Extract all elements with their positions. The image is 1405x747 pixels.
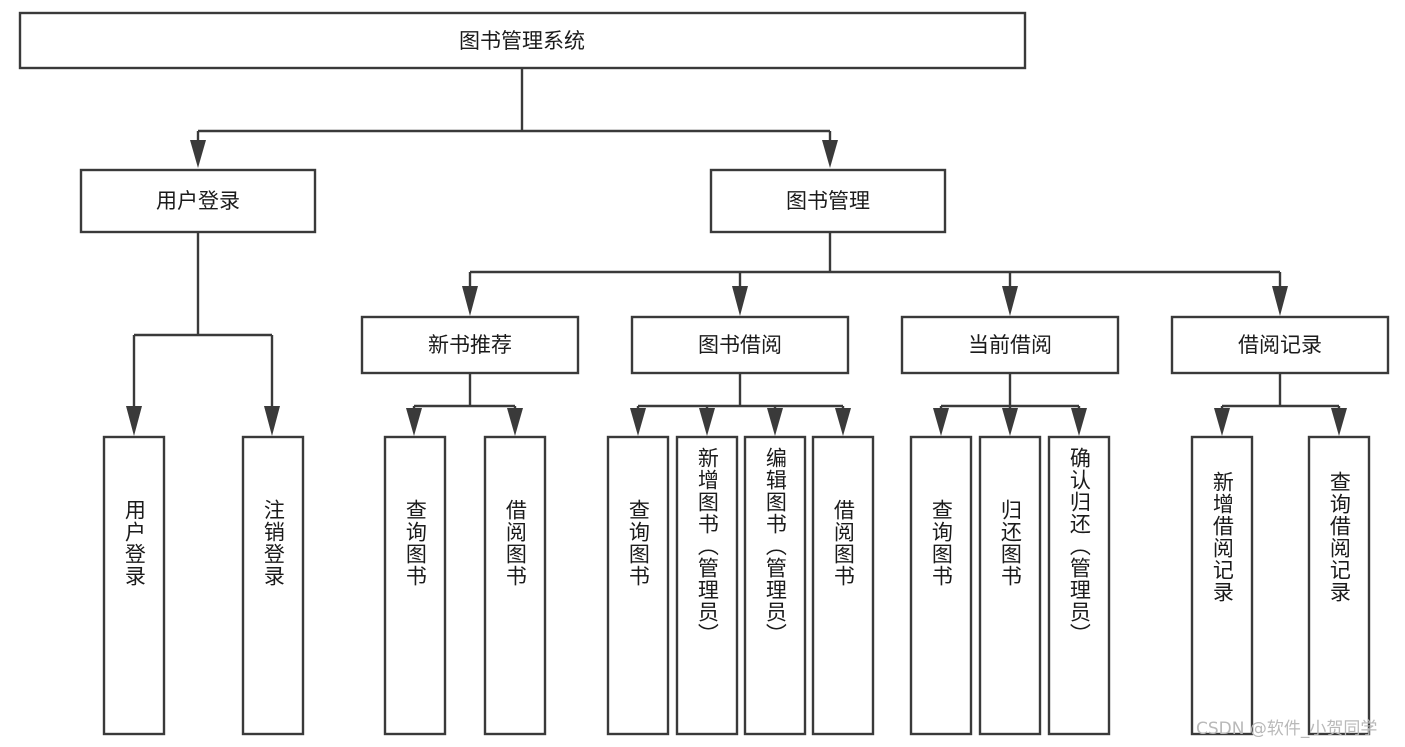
leaf-br-add-record-label: 新增借阅记录 [1210,471,1235,603]
leaf-box-bb-query-book[interactable] [606,435,670,736]
leaf-nb-borrow-book[interactable]: 借阅图书 [485,437,545,734]
connector-newbook-to-leaves [406,373,523,436]
leaf-cb-confirm-return[interactable]: 确认归还（管理员） [1049,437,1109,734]
leaf-br-add-record[interactable]: 新增借阅记录 [1192,437,1252,734]
leaf-box-cb-confirm-return[interactable] [1047,435,1111,736]
leaf-user-login[interactable]: 用户登录 [104,437,164,734]
node-borrow-record-label: 借阅记录 [1238,333,1322,357]
csdn-watermark: CSDN @软件_小贺同学 [1196,714,1377,739]
node-current-borrow-label: 当前借阅 [968,333,1052,357]
connector-userlogin-to-leaves [126,232,280,436]
node-borrow-record[interactable]: 借阅记录 [1170,315,1390,375]
leaf-cb-query-book-label: 查询图书 [929,499,954,587]
leaf-bb-query-book-label: 查询图书 [626,499,651,587]
csdn-watermark-text: CSDN @软件_小贺同学 [1196,719,1378,739]
leaf-nb-query-book[interactable]: 查询图书 [385,437,445,734]
leaf-user-login-label: 用户登录 [122,499,147,587]
leaf-logout-label: 注销登录 [261,499,286,587]
leaf-box-br-add-record[interactable] [1190,435,1254,736]
leaf-cb-confirm-return-label: 确认归还（管理员） [1067,447,1092,645]
leaf-bb-query-book[interactable]: 查询图书 [608,437,668,734]
leaf-cb-return-book[interactable]: 归还图书 [980,437,1040,734]
leaf-bb-add-book-label: 新增图书（管理员） [695,447,720,645]
connector-borrowrecord-to-leaves [1214,373,1347,436]
leaf-logout[interactable]: 注销登录 [243,437,303,734]
node-user-login-label: 用户登录 [156,189,240,213]
leaf-boxes [102,435,1371,736]
leaf-box-user-login[interactable] [102,435,166,736]
leaf-bb-edit-book[interactable]: 编辑图书（管理员） [745,437,805,734]
leaf-box-cb-query-book[interactable] [909,435,973,736]
leaf-box-nb-borrow-book[interactable] [483,435,547,736]
node-book-management-label: 图书管理 [786,189,870,213]
leaf-bb-add-book[interactable]: 新增图书（管理员） [677,437,737,734]
leaf-box-bb-borrow-book[interactable] [811,435,875,736]
leaf-box-bb-add-book[interactable] [675,435,739,736]
node-root-book-management-system[interactable]: 图书管理系统 [18,11,1027,70]
leaf-box-logout[interactable] [241,435,305,736]
leaf-br-query-record[interactable]: 查询借阅记录 [1309,437,1369,734]
leaf-box-bb-edit-book[interactable] [743,435,807,736]
leaf-box-nb-query-book[interactable] [383,435,447,736]
leaf-br-query-record-label: 查询借阅记录 [1327,471,1352,603]
leaf-nb-borrow-book-label: 借阅图书 [503,499,528,587]
connector-bookmgmt-to-level3 [462,232,1288,316]
connector-bookborrow-to-leaves [630,373,851,436]
node-book-management[interactable]: 图书管理 [709,168,947,234]
node-current-borrow[interactable]: 当前借阅 [900,315,1120,375]
leaf-box-cb-return-book[interactable] [978,435,1042,736]
leaf-cb-query-book[interactable]: 查询图书 [911,437,971,734]
node-book-borrow-label: 图书借阅 [698,333,782,357]
leaf-bb-borrow-book-label: 借阅图书 [831,499,856,587]
node-book-borrow[interactable]: 图书借阅 [630,315,850,375]
leaf-box-br-query-record[interactable] [1307,435,1371,736]
connector-currentborrow-to-leaves [933,373,1087,436]
node-new-book-recommend-label: 新书推荐 [428,333,512,357]
leaf-bb-borrow-book[interactable]: 借阅图书 [813,437,873,734]
leaf-nb-query-book-label: 查询图书 [403,499,428,587]
connector-root-to-level2 [190,68,838,168]
node-user-login[interactable]: 用户登录 [79,168,317,234]
leaf-cb-return-book-label: 归还图书 [998,499,1023,587]
node-new-book-recommend[interactable]: 新书推荐 [360,315,580,375]
node-root-label: 图书管理系统 [459,29,585,53]
leaf-bb-edit-book-label: 编辑图书（管理员） [763,447,788,645]
